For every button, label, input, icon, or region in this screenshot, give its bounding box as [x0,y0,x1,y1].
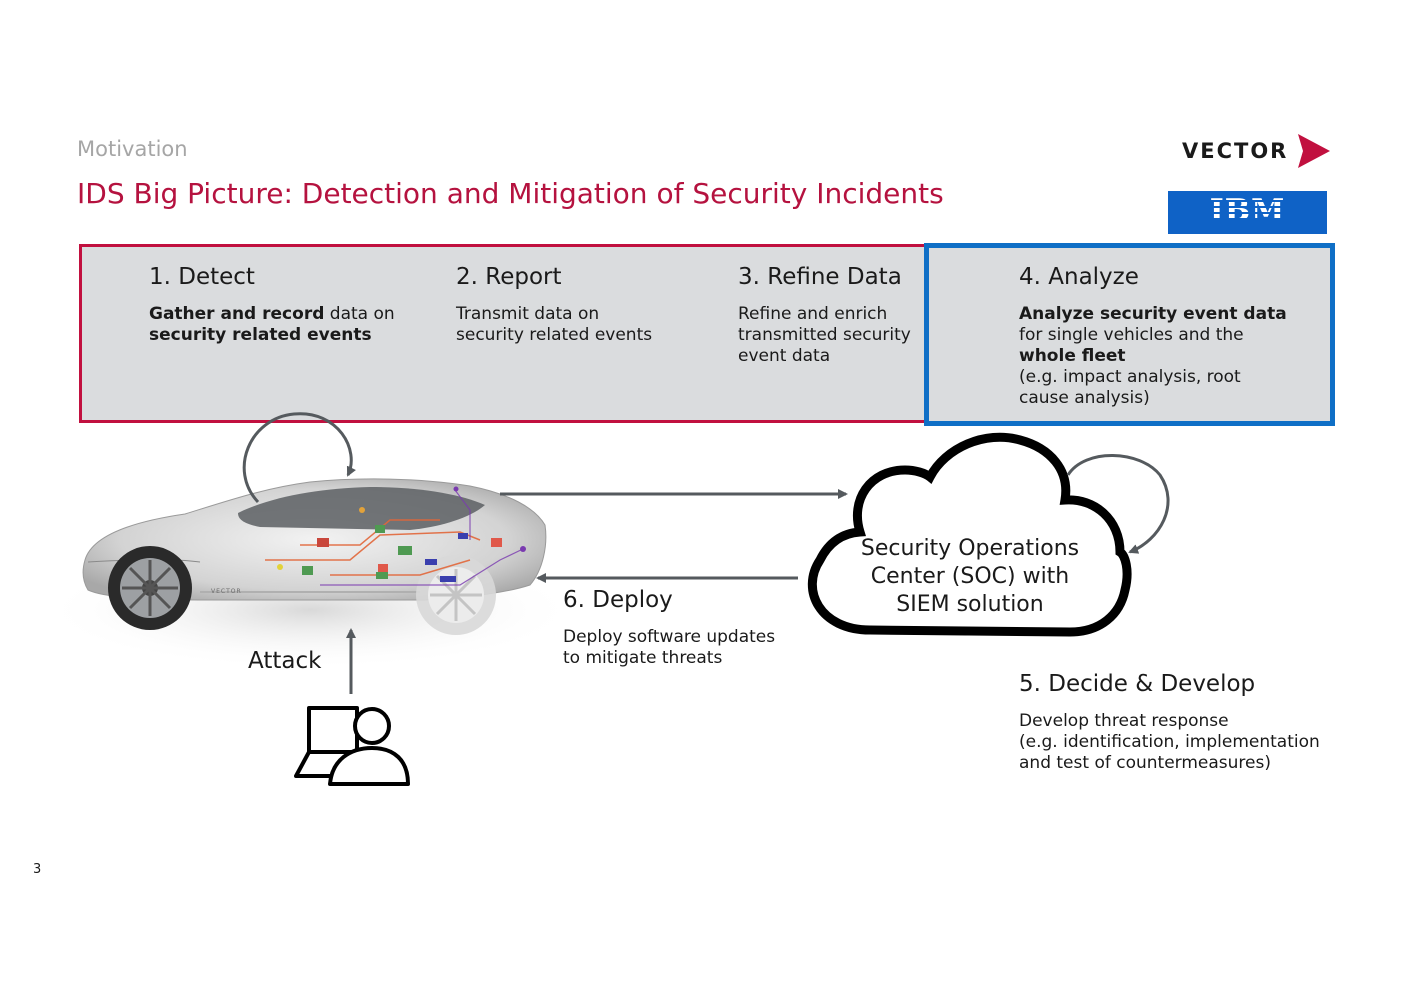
analyze-loop-arrow [1066,454,1170,554]
soc-label: Security Operations Center (SOC) with SI… [860,536,1080,617]
step-analyze-title: 4. Analyze [1019,264,1139,290]
page-title: IDS Big Picture: Detection and Mitigatio… [77,177,944,210]
step-decide-title: 5. Decide & Develop [1019,671,1256,697]
step-refine-text: Refine and enrich transmitted security e… [738,304,911,366]
step-detect-text: Gather and record data on security relat… [149,304,395,345]
vector-logo: VECTOR [1182,132,1332,172]
ibm-logo-text: IBM [1209,193,1286,228]
step-refine-title: 3. Refine Data [738,264,902,290]
page-number: 3 [33,862,42,877]
step-analyze-text: Analyze security event data for single v… [1019,304,1287,408]
section-label: Motivation [77,137,188,161]
step-report-text: Transmit data on security related events [456,304,653,345]
detect-loop-arrow [242,412,356,504]
step-deploy-title: 6. Deploy [563,587,673,613]
vector-logo-text: VECTOR [1182,139,1289,163]
user-at-laptop-icon [294,706,410,786]
cloud-icon [807,432,1132,637]
step-report-title: 2. Report [456,264,562,290]
detect-report-refine-panel [79,244,943,423]
ibm-logo: IBM [1168,191,1327,234]
step-deploy-text: Deploy software updates to mitigate thre… [563,627,776,668]
step-detect-title: 1. Detect [149,264,255,290]
attack-label: Attack [248,648,322,674]
step-decide-text: Develop threat response (e.g. identifica… [1019,711,1320,773]
analyze-panel [924,243,1335,426]
car-badge: VECTOR [211,588,242,595]
car-illustration [82,478,547,635]
vector-chevron-icon [1298,134,1330,168]
